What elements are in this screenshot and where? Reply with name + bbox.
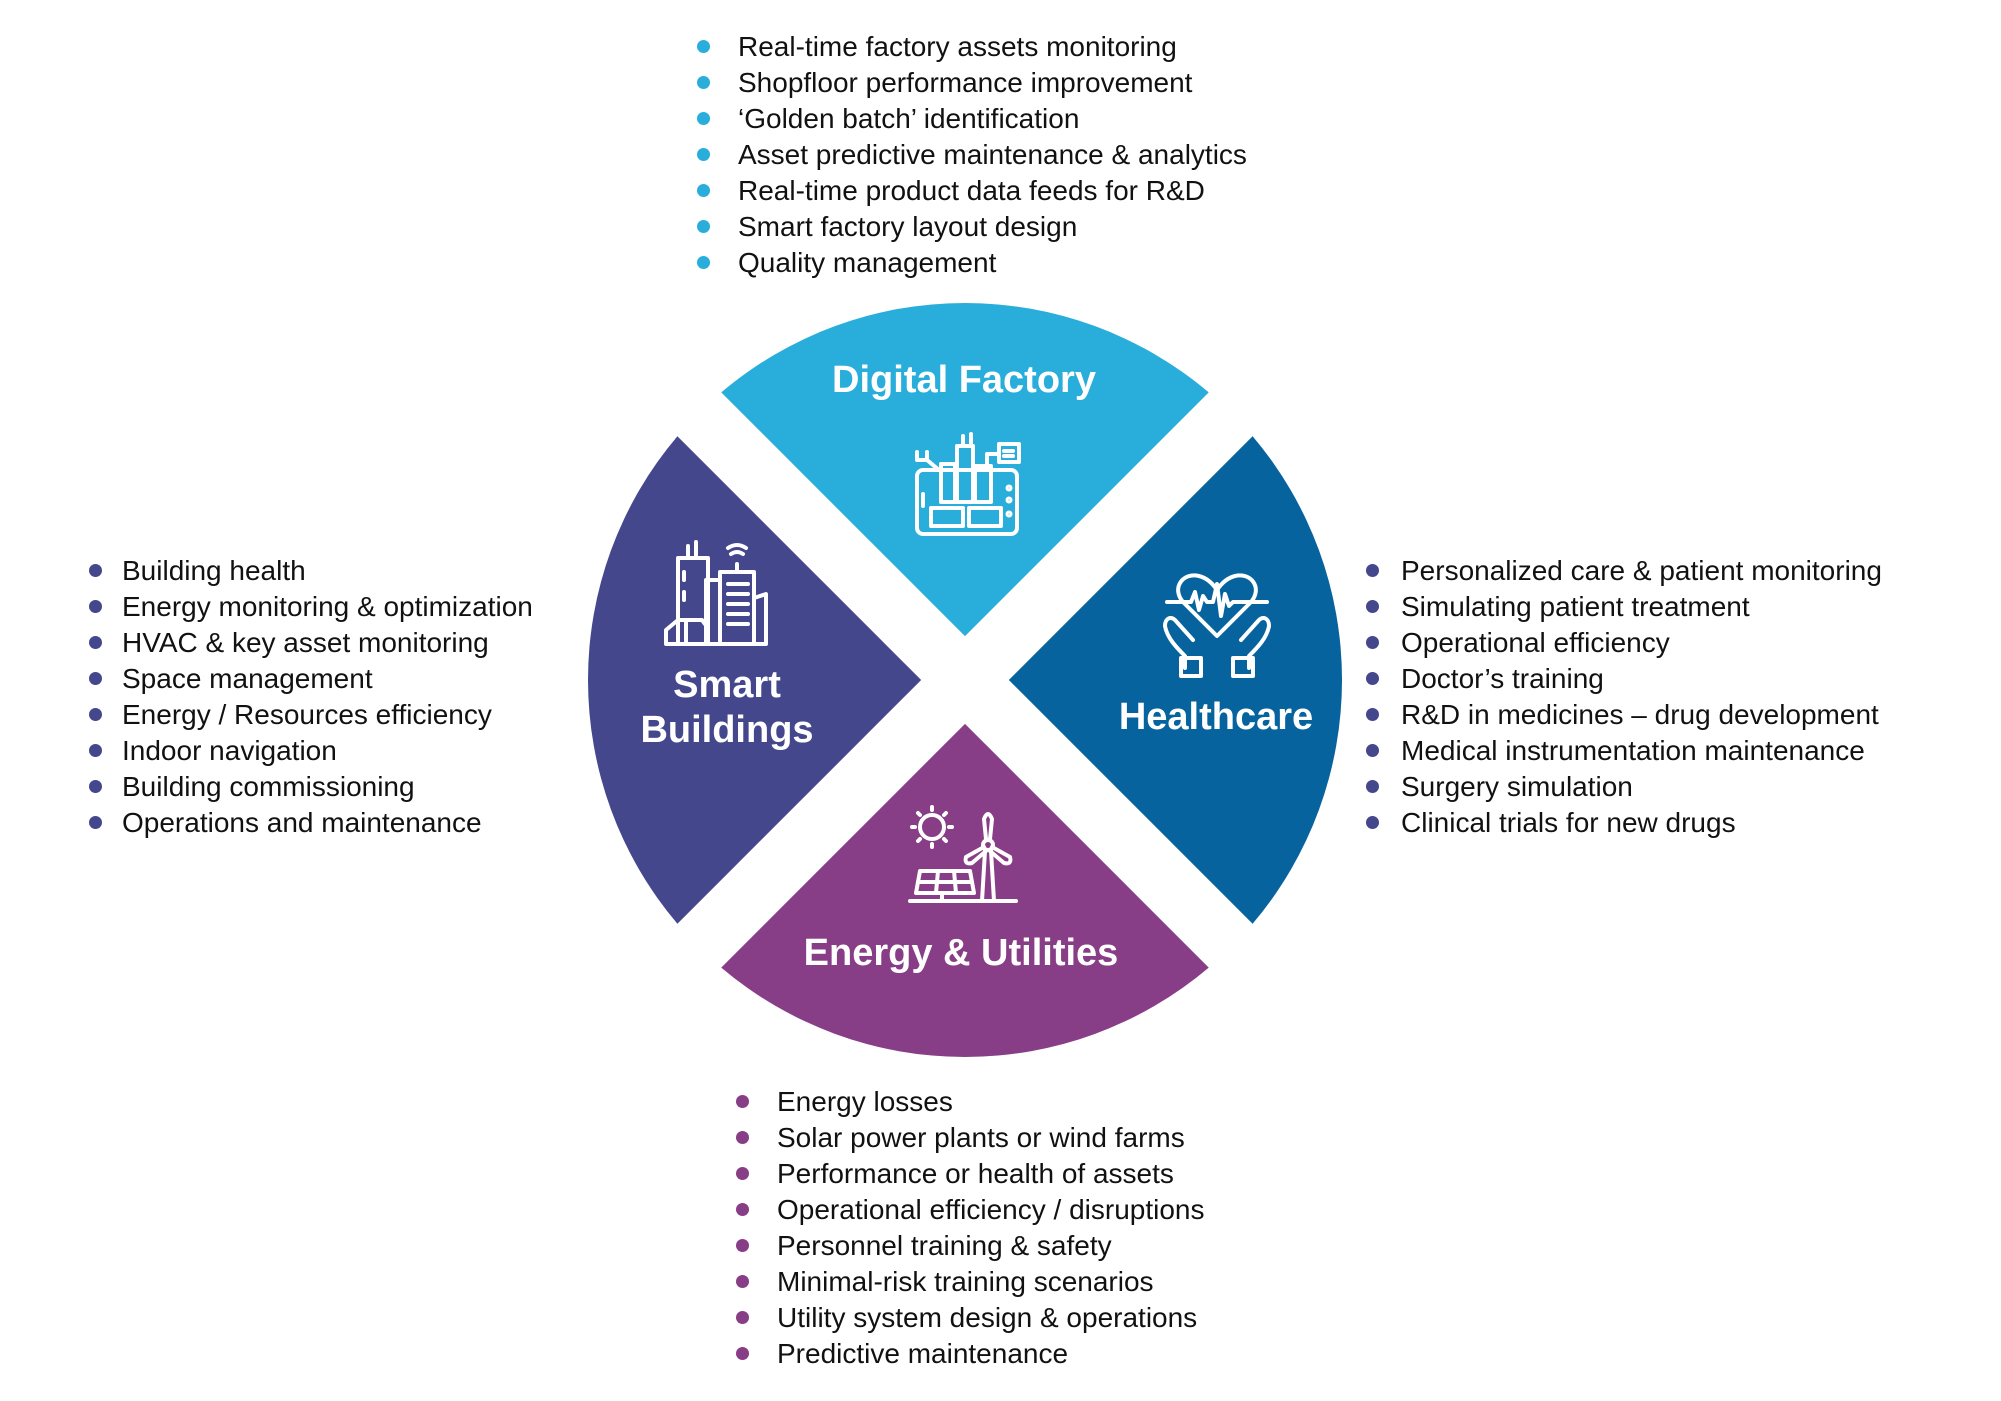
- bullet-icon: [1366, 708, 1379, 721]
- bullet-icon: [89, 816, 102, 829]
- bullet-icon: [736, 1347, 749, 1360]
- list-item-text: Minimal-risk training scenarios: [777, 1266, 1154, 1297]
- list-item-text: Energy losses: [777, 1086, 953, 1117]
- bullet-icon: [89, 780, 102, 793]
- bullet-icon: [1366, 816, 1379, 829]
- list-item-text: Predictive maintenance: [777, 1338, 1069, 1369]
- segment-energy-utilities: [721, 723, 1209, 1057]
- list-item-text: Utility system design & operations: [777, 1302, 1198, 1333]
- list-item-text: Personalized care & patient monitoring: [1401, 555, 1882, 586]
- list-item-text: Operational efficiency: [1401, 627, 1670, 658]
- bullet-icon: [89, 708, 102, 721]
- digital-factory-label: Digital Factory: [832, 359, 1096, 401]
- list-item-text: Quality management: [738, 247, 997, 278]
- list-item-text: Clinical trials for new drugs: [1401, 807, 1736, 838]
- bullet-icon: [736, 1131, 749, 1144]
- bullet-icon: [697, 76, 710, 89]
- list-item-text: Asset predictive maintenance & analytics: [738, 139, 1247, 170]
- list-item-text: Surgery simulation: [1401, 771, 1633, 802]
- smart-buildings-label-line2: Buildings: [640, 709, 813, 751]
- bullet-icon: [1366, 564, 1379, 577]
- bullet-icon: [1366, 672, 1379, 685]
- bullet-icon: [736, 1203, 749, 1216]
- bullet-icon: [697, 256, 710, 269]
- bullet-icon: [697, 40, 710, 53]
- bullet-icon: [736, 1311, 749, 1324]
- smart-buildings-label-line1: Smart: [673, 664, 781, 706]
- smart-factory-icon: [915, 432, 1021, 536]
- heart-in-hands-icon: [1163, 573, 1271, 678]
- list-item-text: R&D in medicines – drug development: [1401, 699, 1879, 730]
- bullet-icon: [736, 1095, 749, 1108]
- energy-utilities-label: Energy & Utilities: [804, 932, 1119, 974]
- list-item-text: Shopfloor performance improvement: [738, 67, 1193, 98]
- segment-smart-buildings: [588, 436, 922, 924]
- list-item-text: Simulating patient treatment: [1401, 591, 1750, 622]
- list-item-text: Performance or health of assets: [777, 1158, 1174, 1189]
- bullet-icon: [736, 1239, 749, 1252]
- list-item-text: Medical instrumentation maintenance: [1401, 735, 1865, 766]
- bullet-icon: [697, 220, 710, 233]
- list-item-text: Operations and maintenance: [122, 807, 482, 838]
- list-item-text: Real-time product data feeds for R&D: [738, 175, 1205, 206]
- bullet-icon: [736, 1167, 749, 1180]
- bullet-icon: [697, 184, 710, 197]
- segment-healthcare: [1008, 436, 1342, 924]
- list-item-text: Building health: [122, 555, 306, 586]
- list-item-text: HVAC & key asset monitoring: [122, 627, 489, 658]
- list-item-text: Building commissioning: [122, 771, 415, 802]
- solar-wind-icon: [908, 805, 1018, 903]
- bullet-icon: [1366, 600, 1379, 613]
- bullet-icon: [1366, 780, 1379, 793]
- bullet-icon: [736, 1275, 749, 1288]
- bullet-icon: [89, 672, 102, 685]
- list-item-text: Indoor navigation: [122, 735, 337, 766]
- list-item-text: Solar power plants or wind farms: [777, 1122, 1185, 1153]
- list-item-text: Personnel training & safety: [777, 1230, 1112, 1261]
- list-item-text: Doctor’s training: [1401, 663, 1604, 694]
- bullet-icon: [697, 112, 710, 125]
- list-item-text: Energy / Resources efficiency: [122, 699, 492, 730]
- bullet-icon: [697, 148, 710, 161]
- bullet-icon: [89, 744, 102, 757]
- bullet-icon: [89, 636, 102, 649]
- list-item-text: Energy monitoring & optimization: [122, 591, 533, 622]
- bullet-icon: [89, 564, 102, 577]
- healthcare-label: Healthcare: [1119, 696, 1313, 738]
- list-item-text: ‘Golden batch’ identification: [738, 103, 1080, 134]
- bullet-icon: [89, 600, 102, 613]
- list-item-text: Smart factory layout design: [738, 211, 1078, 242]
- list-item-text: Real-time factory assets monitoring: [738, 31, 1177, 62]
- bullet-icon: [1366, 744, 1379, 757]
- smart-buildings-icon: [664, 540, 768, 646]
- bullet-icon: [1366, 636, 1379, 649]
- list-item-text: Operational efficiency / disruptions: [777, 1194, 1205, 1225]
- list-item-text: Space management: [122, 663, 373, 694]
